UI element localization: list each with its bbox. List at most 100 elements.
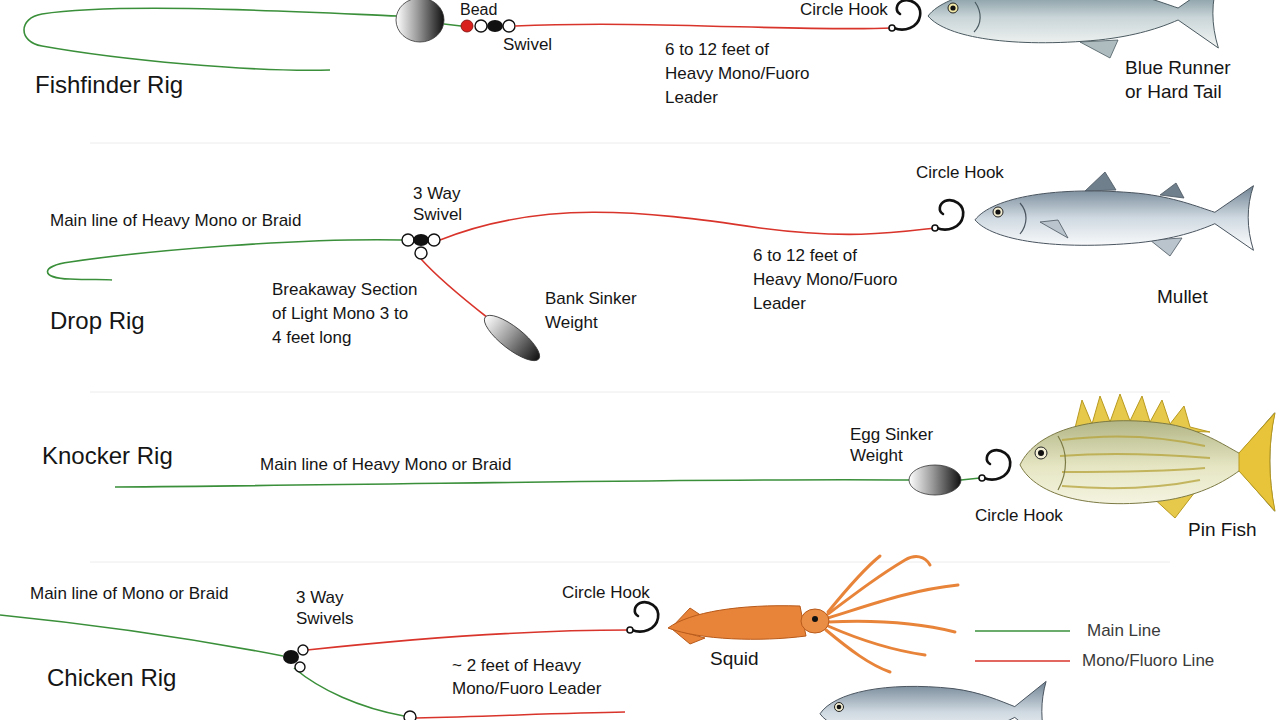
fish-stripe	[1060, 454, 1210, 458]
leader-line	[416, 712, 625, 718]
legend-line	[975, 630, 1070, 632]
squid-eye	[812, 616, 818, 622]
swivel-ring	[404, 711, 416, 720]
part-label: Bead	[460, 0, 497, 19]
gill-line	[1020, 203, 1026, 234]
leader-line	[307, 630, 630, 650]
rig-title: Knocker Rig	[42, 441, 173, 470]
squid-tentacle	[826, 630, 890, 672]
line-note: Main line of Heavy Mono or Braid	[50, 211, 301, 231]
swivel-ring	[503, 20, 515, 32]
main-line	[444, 24, 461, 26]
squid-tentacle	[828, 557, 930, 614]
fish-name: Blue Runner or Hard Tail	[1125, 56, 1237, 104]
main-line	[0, 615, 283, 656]
part-label: Circle Hook	[562, 583, 650, 603]
part-label: Circle Hook	[800, 0, 888, 20]
swivel-ring	[415, 247, 427, 259]
part-label: Egg Sinker Weight	[850, 424, 954, 466]
bait-name: Squid	[710, 647, 759, 670]
fish-stripe	[1062, 480, 1200, 488]
line-note: Main line of Mono or Braid	[30, 584, 228, 604]
chicken-rig	[0, 556, 1046, 720]
egg-sinker	[396, 0, 444, 42]
part-label: 3 Way Swivels	[296, 587, 358, 629]
rig-title: Chicken Rig	[47, 663, 176, 692]
leader-note: ~ 2 feet of Heavy Mono/Fuoro Leader	[452, 654, 607, 700]
pin-fish	[1020, 413, 1275, 512]
leader-line	[440, 212, 935, 240]
swivel-ring	[298, 645, 308, 655]
leader-note: 6 to 12 feet of Heavy Mono/Fuoro Leader	[753, 244, 905, 316]
fish-name: Mullet	[1157, 285, 1208, 308]
swivel-ring	[402, 234, 414, 246]
blue-runner-fish	[928, 0, 1218, 48]
fishfinder-rig	[24, 0, 1218, 70]
divider-line	[90, 143, 1170, 144]
breakaway-line	[421, 259, 488, 318]
rig-title: Fishfinder Rig	[35, 70, 183, 99]
drop-rig	[48, 172, 1254, 368]
fish-pupil	[837, 705, 842, 710]
fish-fin	[1080, 40, 1118, 58]
circle-hook	[932, 200, 963, 231]
squid-tentacle	[828, 626, 925, 655]
legend-item: Main Line	[975, 620, 1161, 642]
swivel-ring	[428, 234, 440, 246]
fish-pupil	[950, 5, 955, 10]
legend-label: Main Line	[1087, 621, 1161, 641]
swivel-ring	[295, 662, 305, 672]
gill-line	[1058, 436, 1066, 490]
swivel-barrel	[487, 20, 503, 32]
line-note: Main line of Heavy Mono or Braid	[260, 455, 511, 475]
squid-tentacle	[828, 585, 958, 618]
egg-sinker	[909, 465, 961, 495]
part-label: 3 Way Swivel	[413, 183, 469, 225]
squid-head	[801, 609, 829, 633]
squid-bait	[668, 556, 958, 672]
gill-line	[974, 2, 980, 32]
leader-note: 6 to 12 feet of Heavy Mono/Fuoro Leader	[665, 38, 817, 110]
fish-eye	[993, 207, 1003, 217]
swivel-ring	[475, 20, 487, 32]
fish-fin	[1040, 220, 1068, 238]
main-line	[294, 668, 404, 716]
leader-line	[515, 24, 892, 29]
fish-pupil	[995, 209, 1000, 214]
fish-fin	[1085, 172, 1116, 191]
bead	[461, 20, 473, 32]
legend-sample	[975, 650, 1070, 672]
fish-stripe	[1062, 468, 1205, 472]
squid-mantle	[668, 606, 806, 640]
fish-name: Pin Fish	[1188, 518, 1257, 541]
fish-fin	[1160, 183, 1184, 198]
main-line	[115, 480, 909, 487]
part-label: Swivel	[503, 35, 552, 55]
mullet-fish	[975, 186, 1253, 251]
fish-pupil	[1038, 450, 1044, 456]
circle-hook	[889, 0, 920, 31]
circle-hook	[627, 602, 658, 633]
fish-tail	[1239, 413, 1275, 511]
circle-hook	[979, 450, 1010, 481]
part-label: Circle Hook	[916, 163, 1004, 183]
squid-tentacle	[828, 621, 955, 632]
legend-sample	[975, 620, 1070, 642]
fish-eye	[835, 703, 844, 712]
fish-stripe	[1062, 437, 1205, 446]
knocker-rig	[115, 394, 1275, 518]
legend-item: Mono/Fluoro Line	[975, 650, 1214, 672]
main-line	[24, 8, 398, 70]
rig-title: Drop Rig	[50, 306, 145, 335]
swivel-barrel	[413, 234, 429, 246]
legend-label: Mono/Fluoro Line	[1082, 651, 1214, 671]
fish-eye	[1035, 447, 1047, 459]
legend-line	[975, 660, 1070, 662]
main-line	[48, 240, 403, 280]
fish-eye	[948, 3, 958, 13]
divider-line	[90, 562, 1170, 563]
part-label: Bank Sinker Weight	[545, 287, 645, 335]
bait-fish	[820, 681, 1046, 720]
